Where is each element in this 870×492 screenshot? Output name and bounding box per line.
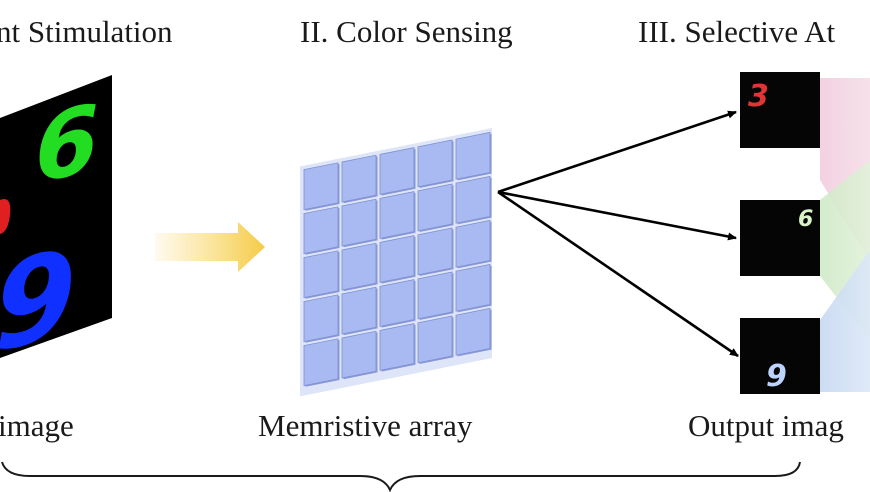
- memristor-cell: [341, 154, 377, 203]
- stage-title-selective-attention: III. Selective At: [638, 14, 836, 49]
- flow-arrow-yellow: [155, 222, 265, 272]
- memristor-cell: [455, 219, 491, 268]
- memristor-cell: [417, 315, 453, 364]
- memristor-cell: [379, 147, 415, 195]
- memristor-cell: [455, 131, 491, 180]
- caption-input-image: image: [0, 408, 74, 443]
- memristor-cell: [417, 271, 453, 320]
- output-image-middle: 6: [740, 200, 820, 276]
- memristor-cell: [303, 206, 339, 255]
- stage-title-light-stimulation: nt Stimulation: [0, 14, 173, 49]
- output-digit-nine: 9: [766, 359, 787, 394]
- output-image-top: 3: [740, 72, 820, 148]
- memristor-cell: [379, 279, 415, 327]
- caption-memristive-array: Memristive array: [258, 408, 473, 443]
- input-image-panel: 6 9: [0, 75, 112, 380]
- input-digit-green-six: 6: [35, 84, 99, 204]
- memristor-cell: [303, 294, 339, 343]
- memristor-cell: [379, 235, 415, 283]
- arrow-to-output-middle: [497, 190, 737, 241]
- memristor-cell: [341, 242, 377, 291]
- output-digit-six: 6: [798, 207, 813, 232]
- output-image-bottom: 9: [740, 318, 820, 394]
- arrow-to-output-bottom: [497, 190, 739, 358]
- fanout-arrows: [497, 110, 739, 358]
- memristor-cell: [341, 198, 377, 247]
- memristor-cell: [417, 139, 453, 188]
- memristor-cell: [417, 183, 453, 232]
- stage-title-color-sensing: II. Color Sensing: [300, 14, 513, 49]
- memristor-cell: [303, 162, 339, 211]
- memristor-cell: [303, 250, 339, 299]
- memristor-cell: [455, 175, 491, 224]
- memristor-cell: [341, 286, 377, 335]
- output-digit-three: 3: [748, 79, 769, 114]
- memristor-cell: [379, 191, 415, 239]
- attention-bands: [820, 78, 870, 392]
- memristor-cell: [455, 307, 491, 356]
- memristor-cell: [303, 338, 339, 387]
- input-digit-red-fragment: [0, 199, 11, 234]
- memristive-array: [300, 127, 492, 397]
- memristor-cell: [341, 330, 377, 379]
- memristor-cell: [455, 263, 491, 312]
- memristor-cell: [417, 227, 453, 276]
- memristor-cell: [379, 323, 415, 371]
- caption-output-image: Output imag: [688, 408, 844, 443]
- band-blue: [820, 250, 870, 392]
- arrow-to-output-top: [497, 110, 737, 194]
- input-digit-blue-nine: 9: [0, 223, 76, 380]
- bottom-brace: [1, 461, 801, 492]
